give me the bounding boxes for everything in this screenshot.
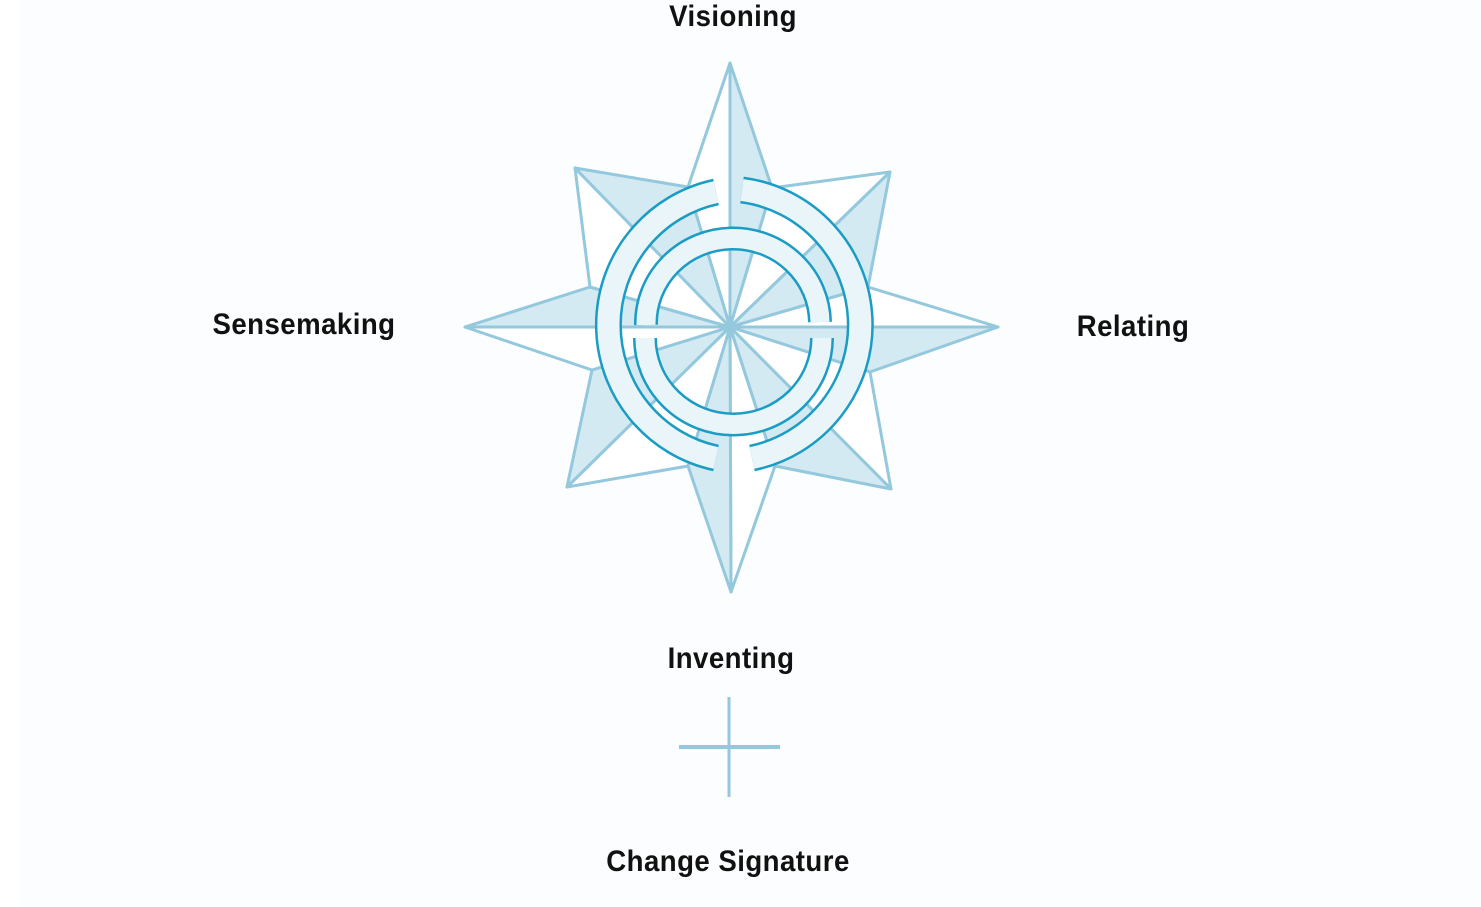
cross-icon: [679, 697, 780, 797]
label-visioning: Visioning: [669, 0, 797, 33]
compass-rose-icon: [463, 61, 1000, 594]
label-sensemaking: Sensemaking: [212, 308, 396, 341]
label-inventing: Inventing: [667, 642, 795, 675]
cycle-arrows-icon: [594, 176, 874, 472]
outer-right-arrow: [740, 176, 874, 472]
inner-bottom-arrow: [633, 337, 834, 437]
label-change-signature: Change Signature: [606, 845, 850, 878]
inner-top-arrow: [633, 226, 832, 326]
label-relating: Relating: [1076, 310, 1190, 343]
outer-left-arrow: [594, 178, 719, 472]
